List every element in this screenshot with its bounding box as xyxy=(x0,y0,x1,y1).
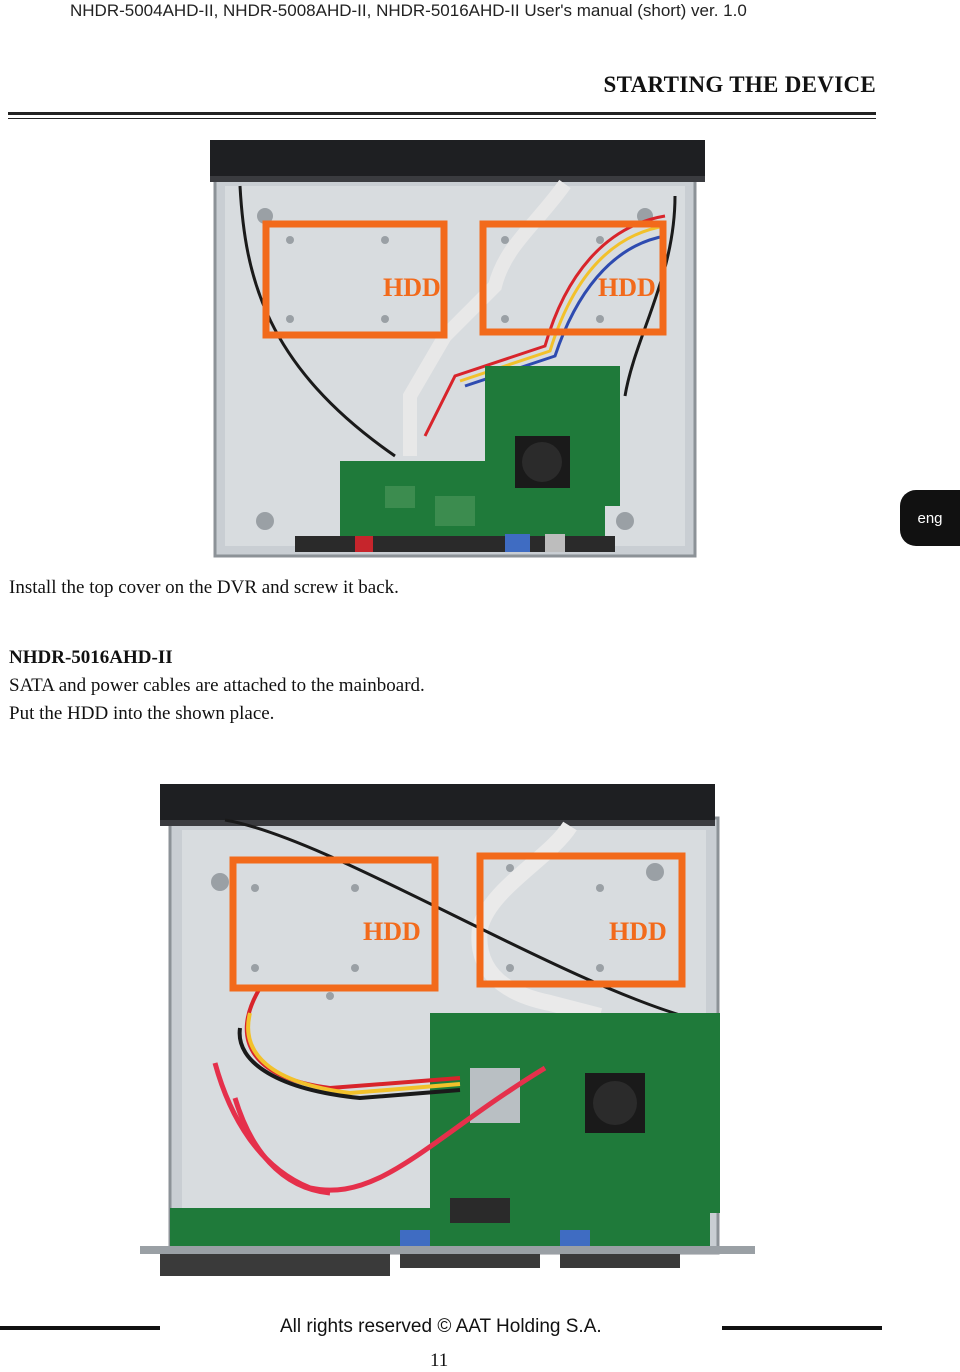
hdd-label-left: HDD xyxy=(383,273,441,302)
header-rule-thick xyxy=(8,112,876,115)
hdd-label-right: HDD xyxy=(609,917,667,946)
model-heading: NHDR-5016AHD-II xyxy=(9,647,173,668)
hdd-label-right: HDD xyxy=(598,273,656,302)
manual-header: NHDR-5004AHD-II, NHDR-5008AHD-II, NHDR-5… xyxy=(70,1,747,20)
language-tab-label: eng xyxy=(917,509,943,527)
section-title: STARTING THE DEVICE xyxy=(603,72,876,97)
footer-rule-right xyxy=(722,1326,882,1330)
dvr-interior-photo-top: HDD HDD xyxy=(210,140,705,558)
sata-instruction: SATA and power cables are attached to th… xyxy=(9,675,425,696)
language-tab[interactable]: eng xyxy=(900,490,960,546)
page-number: 11 xyxy=(430,1350,449,1371)
hdd-instruction: Put the HDD into the shown place. xyxy=(9,703,275,724)
header-rule-thin xyxy=(8,118,876,119)
hdd-label-left: HDD xyxy=(363,917,421,946)
footer-rule-left xyxy=(0,1326,160,1330)
dvr-interior-photo-bottom: HDD HDD xyxy=(140,784,755,1276)
copyright-notice: All rights reserved © AAT Holding S.A. xyxy=(280,1316,602,1337)
install-instruction: Install the top cover on the DVR and scr… xyxy=(9,577,399,598)
